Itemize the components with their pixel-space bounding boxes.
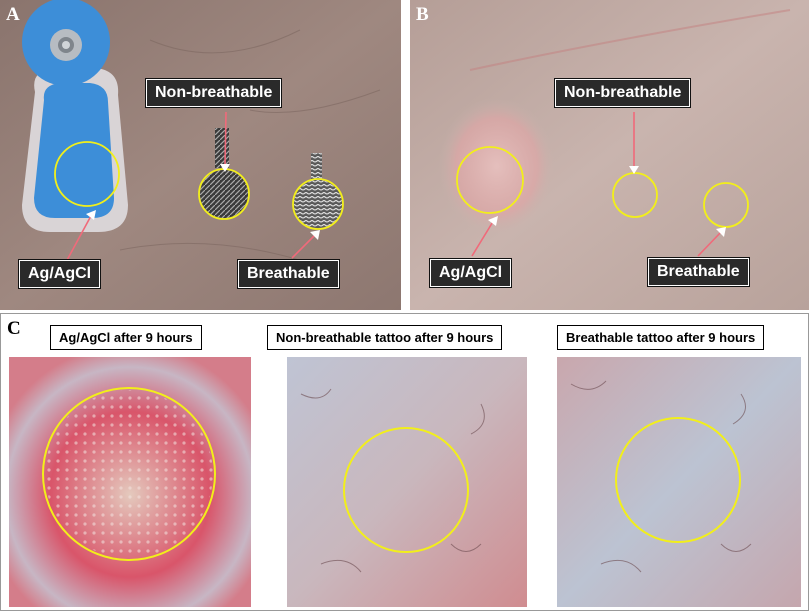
agagcl-marker-circle xyxy=(54,141,120,207)
panel-b: B Non-breathable Ag/AgCl Breathable xyxy=(410,0,809,310)
label-agagcl-b: Ag/AgCl xyxy=(428,258,513,288)
photo-breathable-9h xyxy=(557,357,801,607)
panel-c: C Ag/AgCl after 9 hours Non-breathable t… xyxy=(0,313,809,611)
agagcl-marker-circle-b xyxy=(456,146,524,214)
panel-a: A Non-breathable Ag/AgCl Breathable xyxy=(0,0,401,310)
panel-a-photo xyxy=(0,0,401,310)
marker-circle-c2 xyxy=(343,427,469,553)
photo-non-breathable-9h xyxy=(287,357,527,607)
panel-letter-c: C xyxy=(7,318,21,339)
label-breathable: Breathable xyxy=(237,259,340,289)
caption-breathable-9h: Breathable tattoo after 9 hours xyxy=(557,325,765,350)
panel-letter-b: B xyxy=(416,4,429,25)
label-non-breathable: Non-breathable xyxy=(144,78,283,108)
photo-agagcl-9h xyxy=(9,357,251,607)
caption-agagcl-9h: Ag/AgCl after 9 hours xyxy=(50,325,202,350)
label-non-breathable-b: Non-breathable xyxy=(553,78,692,108)
breathable-marker-circle xyxy=(292,178,344,230)
irritated-skin-patch xyxy=(438,97,555,235)
annotation-arrows-b xyxy=(471,112,726,257)
caption-non-breathable-9h: Non-breathable tattoo after 9 hours xyxy=(267,325,503,350)
marker-circle-c1 xyxy=(42,387,216,561)
label-agagcl: Ag/AgCl xyxy=(17,259,102,289)
annotation-arrows xyxy=(65,111,320,263)
panel-c-photos xyxy=(9,357,801,607)
agagcl-electrode xyxy=(22,0,128,232)
non-breathable-marker-circle-b xyxy=(612,172,658,218)
breathable-tattoo xyxy=(294,153,342,228)
panel-letter-a: A xyxy=(6,4,20,25)
marker-circle-c3 xyxy=(615,417,741,543)
label-breathable-b: Breathable xyxy=(647,257,750,287)
